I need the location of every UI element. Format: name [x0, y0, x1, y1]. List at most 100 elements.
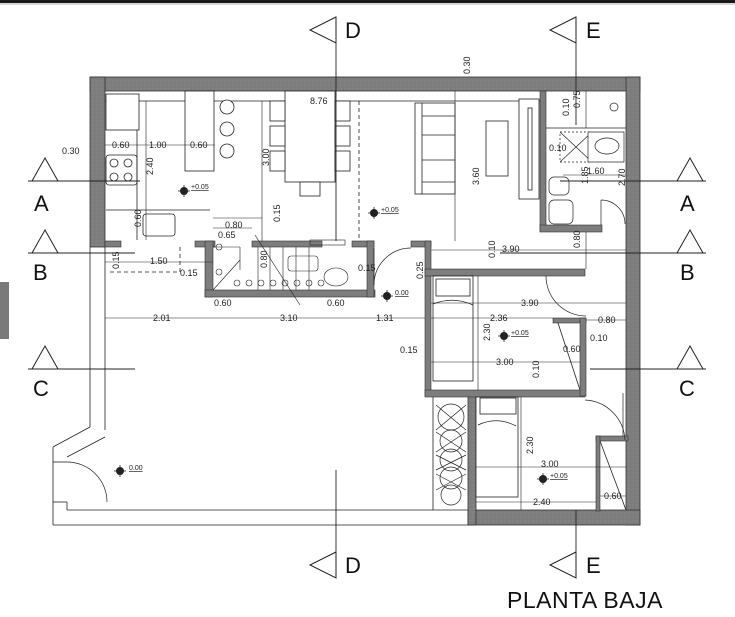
front-door-swing: [66, 461, 108, 503]
level-marker-bedroom-1: +0.05: [498, 330, 529, 342]
svg-text:0.60: 0.60: [327, 298, 345, 308]
svg-text:0.80: 0.80: [572, 230, 582, 248]
section-marker-b-right: [676, 228, 704, 254]
section-marker-d-bottom: [308, 551, 337, 579]
dimension-labels: 0.30 8.76 0.30 0.60 1.00 0.60 2.40 3.00 …: [62, 56, 627, 507]
svg-text:+0.05: +0.05: [191, 184, 209, 191]
svg-text:0.25: 0.25: [415, 261, 425, 279]
svg-text:3.90: 3.90: [502, 244, 520, 254]
svg-text:0.15: 0.15: [272, 204, 282, 222]
svg-text:0.30: 0.30: [462, 56, 472, 74]
section-label-a-right: A: [680, 191, 695, 216]
dimension-lines: [105, 91, 626, 510]
svg-text:+0.05: +0.05: [550, 473, 568, 480]
svg-text:0.60: 0.60: [190, 140, 208, 150]
svg-text:0.00: 0.00: [129, 465, 143, 472]
section-marker-a-left: [31, 156, 59, 182]
cooktop: [105, 154, 138, 186]
section-marker-e-bottom: [548, 551, 577, 579]
section-label-e-top: E: [586, 18, 601, 43]
svg-text:1.00: 1.00: [149, 140, 167, 150]
outline-lines: [52, 100, 627, 526]
section-label-e-bottom: E: [586, 553, 601, 578]
bedroom1-door-swing: [545, 275, 587, 317]
svg-text:2.30: 2.30: [525, 436, 535, 454]
svg-text:2.70: 2.70: [617, 168, 627, 186]
section-label-d-top: D: [345, 18, 361, 43]
level-markers: +0.05 +0.05 0.00 +0.05 +0.05: [114, 184, 568, 485]
kitchen-furniture: [105, 90, 235, 240]
svg-text:1.85: 1.85: [580, 166, 590, 184]
svg-text:3.00: 3.00: [541, 459, 559, 469]
svg-text:0.10: 0.10: [531, 360, 541, 378]
svg-text:0.10: 0.10: [590, 333, 608, 343]
svg-text:0.60: 0.60: [604, 491, 622, 501]
bedroom2-door-swing: [584, 399, 626, 441]
svg-text:2.01: 2.01: [153, 313, 171, 323]
laundry-stair-area: [212, 234, 349, 306]
section-marker-c-right: [676, 344, 704, 370]
entry-door-swing: [373, 247, 412, 286]
svg-text:0.15: 0.15: [180, 268, 198, 278]
svg-text:3.10: 3.10: [280, 313, 298, 323]
svg-text:1.31: 1.31: [376, 313, 394, 323]
kitchen-sink: [142, 213, 176, 237]
svg-text:0.15: 0.15: [400, 345, 418, 355]
side-scroll-tab[interactable]: [0, 282, 9, 339]
svg-text:0.10: 0.10: [549, 143, 567, 153]
svg-text:2.40: 2.40: [533, 497, 551, 507]
svg-text:0.00: 0.00: [395, 290, 409, 297]
svg-text:2.40: 2.40: [145, 157, 155, 175]
section-marker-c-left: [31, 344, 59, 370]
level-marker-living: +0.05: [368, 207, 399, 219]
svg-text:3.00: 3.00: [261, 148, 271, 166]
level-marker-garage: 0.00: [114, 465, 143, 477]
svg-text:0.60: 0.60: [563, 344, 581, 354]
svg-text:0.80: 0.80: [225, 220, 243, 230]
svg-text:1.60: 1.60: [587, 166, 605, 176]
section-label-b-left: B: [33, 260, 48, 285]
section-markers: [31, 16, 704, 579]
drawing-title: PLANTA BAJA: [507, 587, 663, 613]
svg-text:0.60: 0.60: [112, 140, 130, 150]
window-top-shadow: [0, 3, 735, 5]
svg-text:+0.05: +0.05: [511, 330, 529, 337]
section-marker-d-top: [308, 16, 337, 44]
window-top-border: [0, 0, 735, 3]
beds: [432, 275, 519, 498]
svg-text:1.50: 1.50: [150, 256, 168, 266]
svg-text:8.76: 8.76: [310, 96, 328, 106]
living-furniture: [414, 98, 540, 200]
section-label-c-right: C: [679, 376, 695, 401]
exterior-walls: [89, 76, 641, 526]
coffee-table: [485, 120, 509, 177]
svg-text:0.60: 0.60: [214, 298, 232, 308]
level-marker-entry: 0.00: [381, 290, 409, 302]
level-marker-bedroom-2: +0.05: [537, 473, 568, 485]
svg-text:0.60: 0.60: [133, 209, 143, 227]
svg-text:2.36: 2.36: [490, 313, 508, 323]
svg-text:0.65: 0.65: [218, 230, 236, 240]
svg-text:2.30: 2.30: [482, 323, 492, 341]
bidet: [548, 176, 570, 196]
kitchen-island: [184, 90, 215, 172]
section-label-a-left: A: [34, 191, 49, 216]
svg-text:0.15: 0.15: [358, 263, 376, 273]
section-label-c-left: C: [33, 376, 49, 401]
bathroom-fixtures: [546, 102, 626, 225]
svg-text:3.90: 3.90: [521, 298, 539, 308]
section-label-b-right: B: [680, 260, 695, 285]
interior-walls: [104, 90, 629, 512]
svg-text:0.15: 0.15: [111, 251, 121, 269]
section-marker-e-top: [548, 16, 577, 44]
doors: [66, 247, 626, 503]
section-marker-b-left: [31, 228, 59, 254]
dining-table: [269, 90, 351, 197]
svg-text:0.80: 0.80: [259, 250, 269, 268]
svg-text:0.80: 0.80: [598, 315, 616, 325]
toilet: [548, 199, 574, 225]
svg-text:0.10: 0.10: [561, 98, 571, 116]
svg-text:0.75: 0.75: [572, 90, 582, 108]
section-marker-a-right: [676, 156, 704, 182]
